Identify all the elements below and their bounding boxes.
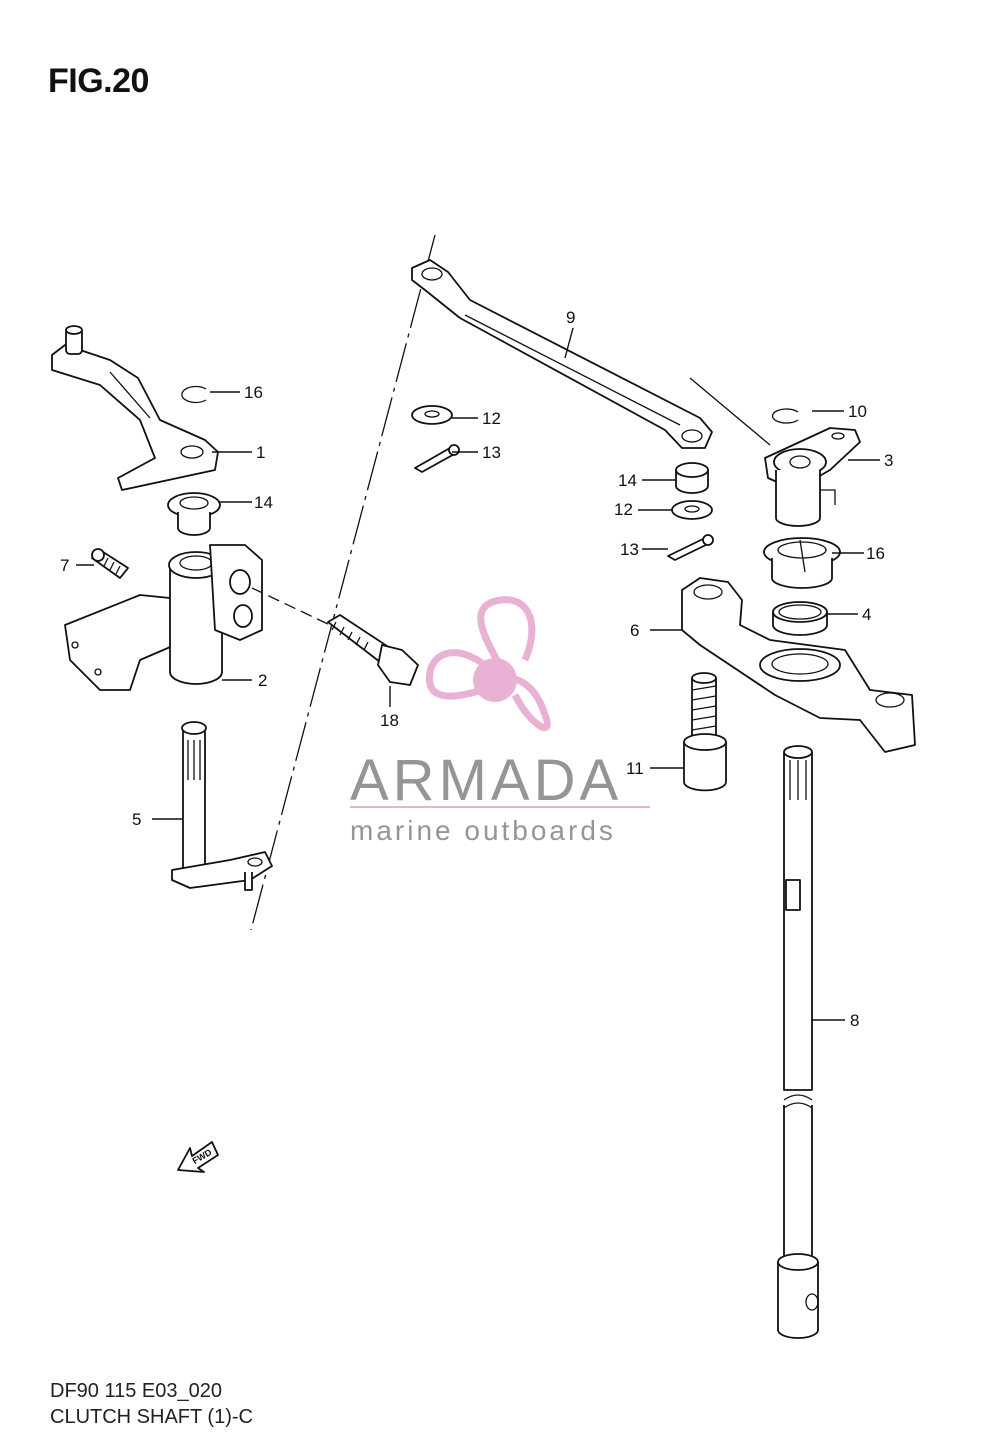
- callout-5: 5: [132, 810, 141, 829]
- callout-18: 18: [380, 711, 399, 730]
- callout-17: 16: [244, 383, 263, 402]
- part-13-cotter-pin-right: [667, 534, 714, 561]
- callout-9: 9: [566, 308, 575, 327]
- part-5-clutch-shaft: [171, 721, 273, 891]
- watermark-brand: ARMADA: [350, 748, 622, 813]
- part-17-e-clip: [181, 385, 207, 404]
- part-1-shift-lever: [51, 325, 219, 491]
- part-4-ring: [772, 601, 828, 636]
- figure-name: CLUTCH SHAFT (1)-C: [50, 1406, 253, 1428]
- part-11-bolt: [683, 672, 727, 792]
- callout-3: 3: [884, 451, 893, 470]
- propeller-icon: [425, 596, 551, 731]
- callout-16: 16: [866, 544, 885, 563]
- callout-12-left: 12: [482, 409, 501, 428]
- part-16-bushing: [763, 537, 841, 589]
- part-14-collar: [675, 462, 709, 494]
- watermark-tagline: marine outboards: [350, 815, 616, 846]
- callout-2: 2: [258, 671, 267, 690]
- callout-4: 4: [862, 605, 871, 624]
- part-7-grease-nipple: [91, 548, 129, 579]
- callout-13-left: 13: [482, 443, 501, 462]
- callout-12-right: 12: [614, 500, 633, 519]
- callout-8: 8: [850, 1011, 859, 1030]
- part-6-bracket: [681, 577, 916, 753]
- callout-1: 1: [256, 443, 265, 462]
- part-18-bolt: [251, 587, 419, 686]
- callout-11: 11: [626, 759, 644, 778]
- part-12-washer-right: [671, 500, 713, 520]
- figure-title: FIG.20: [48, 62, 149, 100]
- watermark-logo: ARMADA marine outboards: [350, 596, 650, 846]
- callout-7: 7: [60, 556, 69, 575]
- figure-code: DF90 115 E03_020: [50, 1380, 222, 1402]
- leader-lines: [76, 327, 880, 1021]
- callout-15: 14: [254, 493, 273, 512]
- callout-14: 14: [618, 471, 637, 490]
- callout-10: 10: [848, 402, 867, 421]
- callout-numbers: 16 1 14 7 2 5 18 9 12 13 14 12 13 10 3 1…: [60, 308, 893, 1030]
- part-10-clip: [771, 408, 799, 424]
- callout-13-right: 13: [620, 540, 639, 559]
- part-12-washer-left: [411, 405, 453, 425]
- callout-6: 6: [630, 621, 639, 640]
- part-13-cotter-pin-left: [414, 444, 460, 473]
- forward-direction-arrow: FWD: [177, 1141, 219, 1173]
- part-9-link-rod: [411, 259, 771, 449]
- part-15-bushing: [167, 492, 221, 536]
- part-8-shift-rod: [777, 745, 819, 1339]
- assembly-guide-line: [250, 234, 436, 931]
- part-3-shift-arm: [764, 427, 861, 527]
- part-2-clutch-cam: [64, 544, 263, 691]
